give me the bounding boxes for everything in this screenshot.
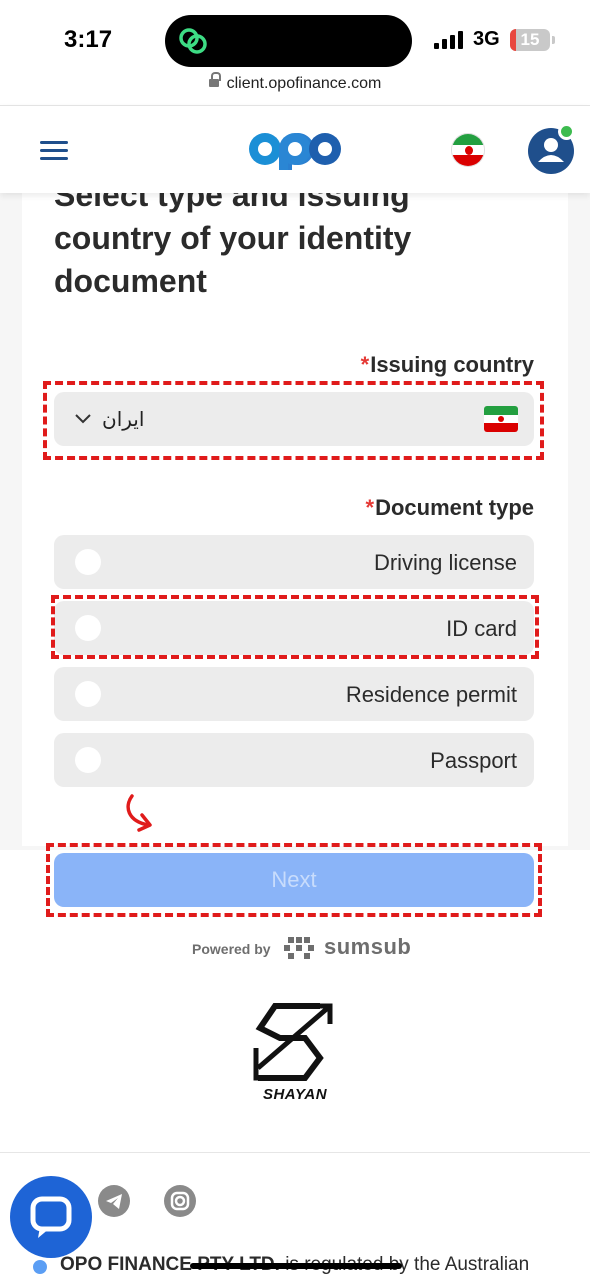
option-residence-permit[interactable]: Residence permit (54, 667, 534, 721)
battery-level: 15 (520, 30, 540, 49)
issuing-country-select[interactable]: ایران (54, 392, 534, 446)
page-title: Select type and issuing country of your … (54, 177, 412, 299)
issuing-country-value: ایران (102, 407, 145, 431)
chat-icon (30, 1196, 72, 1238)
footer-legal-text: OPO FINANCE PTY LTD. is regulated by the… (60, 1254, 530, 1275)
highlight-country (43, 381, 544, 460)
chevron-down-icon (75, 414, 91, 424)
battery-cap (552, 36, 555, 44)
online-status-dot (558, 123, 575, 140)
shayan-logo-icon (253, 1003, 333, 1081)
network-type: 3G (473, 28, 500, 50)
powered-by-text: Powered by (192, 941, 271, 957)
menu-icon[interactable] (40, 141, 68, 161)
sumsub-logo-icon (284, 937, 314, 959)
shayan-watermark: SHAYAN (250, 998, 340, 1108)
highlight-id-card (51, 595, 539, 659)
lock-icon (208, 72, 221, 89)
option-label: Passport (430, 748, 517, 773)
radio-button[interactable] (75, 747, 101, 773)
instagram-icon[interactable] (164, 1185, 196, 1217)
status-bar: 3:17 3G 15 (0, 0, 590, 70)
issuing-country-label: *Issuing country (360, 352, 534, 377)
site-header (0, 105, 590, 193)
arrow-down-icon (126, 794, 152, 832)
footer-bullet (33, 1260, 47, 1274)
footer-divider (0, 1152, 590, 1153)
option-id-card[interactable]: ID card (54, 601, 534, 655)
option-label: Driving license (373, 550, 517, 575)
option-label: Residence permit (345, 682, 517, 707)
highlight-next (46, 843, 542, 917)
sumsub-brand: sumsub (324, 934, 412, 959)
document-type-label: *Document type (365, 495, 534, 520)
status-time: 3:17 (64, 26, 113, 53)
battery-icon: 15 (510, 29, 550, 51)
url-text: client.opofinance.com (226, 75, 382, 92)
telegram-icon[interactable] (98, 1185, 130, 1217)
radio-button[interactable] (75, 681, 101, 707)
radio-button[interactable] (75, 549, 101, 575)
signal-icon (434, 31, 463, 49)
language-flag-icon[interactable] (451, 133, 485, 167)
battery-fill (510, 29, 516, 51)
chat-button[interactable] (10, 1176, 92, 1258)
option-label: ID card (446, 616, 517, 641)
link-icon (179, 28, 207, 54)
radio-button[interactable] (75, 615, 101, 641)
next-button[interactable]: Next (54, 853, 534, 907)
powered-by: Powered by sumsub (192, 934, 412, 963)
option-passport[interactable]: Passport (54, 733, 534, 787)
iran-flag-icon (484, 406, 518, 432)
opo-logo[interactable] (248, 128, 342, 170)
address-bar[interactable]: client.opofinance.com (0, 72, 590, 93)
home-indicator (190, 1263, 402, 1269)
dynamic-island (165, 15, 412, 67)
watermark-text: SHAYAN (262, 1086, 328, 1103)
option-driving-license[interactable]: Driving license (54, 535, 534, 589)
